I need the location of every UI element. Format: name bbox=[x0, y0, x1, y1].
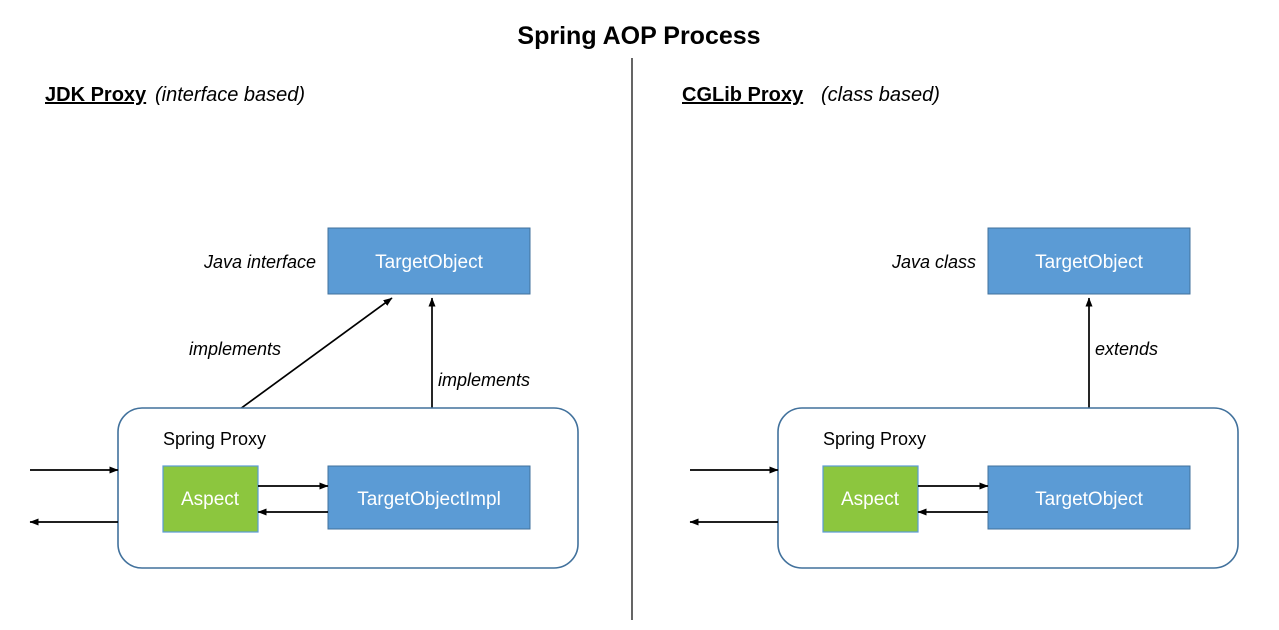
cglib-target-object-impl-label: TargetObject bbox=[1035, 489, 1143, 510]
cglib-extends-label: extends bbox=[1095, 339, 1158, 359]
jdk-implements-arrow-diagonal bbox=[224, 297, 393, 421]
jdk-aspect-label: Aspect bbox=[181, 489, 240, 510]
jdk-implements-label-1: implements bbox=[189, 339, 281, 359]
panel-jdk-proxy: JDK Proxy (interface based) Java interfa… bbox=[29, 84, 579, 569]
jdk-target-object-box[interactable] bbox=[327, 227, 531, 295]
java-class-label: Java class bbox=[891, 252, 976, 272]
panel-cglib-heading-italic: (class based) bbox=[821, 84, 940, 106]
jdk-target-object-impl-box[interactable] bbox=[327, 465, 531, 530]
cglib-aspect-label: Aspect bbox=[841, 489, 900, 510]
jdk-target-object-label: TargetObject bbox=[375, 252, 483, 273]
jdk-spring-proxy-title: Spring Proxy bbox=[163, 429, 266, 449]
jdk-aspect-box[interactable] bbox=[162, 465, 259, 533]
cglib-target-object-impl-box[interactable] bbox=[987, 465, 1191, 530]
jdk-target-object-impl-label: TargetObjectImpl bbox=[357, 489, 501, 510]
cglib-target-object-label: TargetObject bbox=[1035, 252, 1143, 273]
panel-cglib-proxy: CGLib Proxy (class based) Java class Tar… bbox=[682, 84, 1239, 569]
panel-jdk-heading-italic: (interface based) bbox=[155, 84, 305, 106]
panel-jdk-heading-bold: JDK Proxy bbox=[45, 84, 147, 106]
page-title: Spring AOP Process bbox=[517, 22, 760, 50]
cglib-target-object-box[interactable] bbox=[987, 227, 1191, 295]
jdk-implements-label-2: implements bbox=[438, 370, 530, 390]
cglib-aspect-box[interactable] bbox=[822, 465, 919, 533]
panel-cglib-heading-bold: CGLib Proxy bbox=[682, 84, 804, 106]
cglib-spring-proxy-title: Spring Proxy bbox=[823, 429, 926, 449]
java-interface-label: Java interface bbox=[203, 252, 316, 272]
